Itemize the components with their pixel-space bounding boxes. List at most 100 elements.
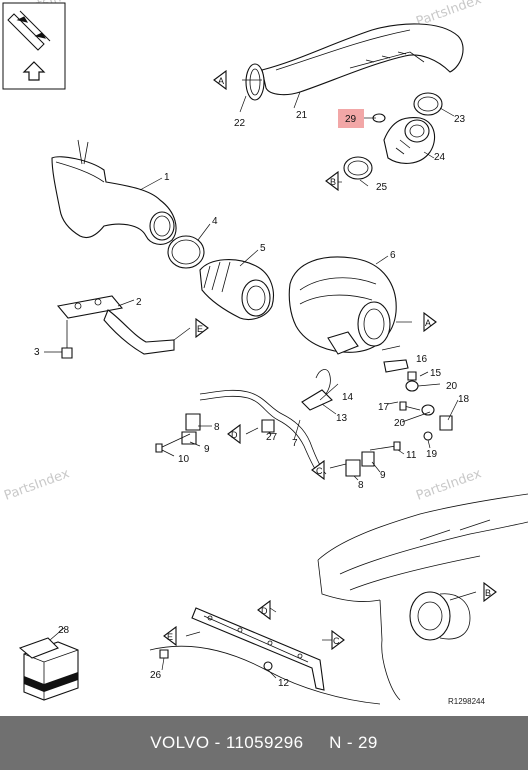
callout-6: 6 bbox=[390, 250, 396, 261]
marker-e-frame: E bbox=[163, 625, 177, 647]
callout-14: 14 bbox=[342, 392, 354, 403]
brand: VOLVO bbox=[150, 733, 210, 752]
callout-labels: 1 2 3 4 5 6 7 8 8 9 9 10 11 12 13 14 15 … bbox=[34, 109, 470, 689]
callout-20a: 20 bbox=[446, 381, 458, 392]
callout-8b: 8 bbox=[358, 480, 364, 491]
marker-d-frame: D bbox=[257, 599, 271, 621]
callout-20b: 20 bbox=[394, 418, 406, 429]
callout-1: 1 bbox=[164, 172, 170, 183]
part-23-clamp-ring bbox=[413, 92, 443, 116]
part-15-bolt bbox=[407, 371, 417, 381]
part-7-breather-pipe bbox=[199, 389, 327, 477]
callout-22: 22 bbox=[234, 118, 246, 129]
part-25-seal-ring bbox=[343, 156, 373, 180]
callout-19: 19 bbox=[426, 449, 438, 460]
spacer bbox=[303, 733, 329, 752]
callout-10: 10 bbox=[178, 454, 190, 465]
callout-2: 2 bbox=[136, 297, 142, 308]
marker-d-pipe: D bbox=[227, 423, 241, 445]
leader-lines bbox=[44, 79, 477, 679]
part-21-intake-pipe bbox=[261, 23, 464, 96]
separator: - bbox=[209, 733, 226, 752]
callout-26: 26 bbox=[150, 670, 162, 681]
callout-12: 12 bbox=[278, 678, 290, 689]
part-10-bolt bbox=[155, 433, 191, 453]
part-27-clip bbox=[261, 419, 275, 433]
part-18-clip bbox=[439, 415, 453, 431]
svg-text:D: D bbox=[231, 430, 238, 440]
part-11-bolt bbox=[369, 441, 401, 451]
part-26-bolt bbox=[159, 649, 169, 659]
part-12-nut bbox=[263, 661, 273, 671]
callout-29: 29 bbox=[345, 114, 357, 125]
callout-18: 18 bbox=[458, 394, 470, 405]
part-16-bracket bbox=[383, 359, 409, 373]
callout-23: 23 bbox=[454, 114, 466, 125]
marker-c-frame: C bbox=[331, 629, 345, 651]
svg-text:C: C bbox=[333, 636, 340, 646]
part-number: 11059296 bbox=[225, 733, 304, 752]
part-9-bushing bbox=[181, 431, 197, 445]
footer-text: VOLVO - 11059296 N - 29 bbox=[150, 733, 378, 753]
svg-text:E: E bbox=[167, 632, 173, 642]
part-19-nut bbox=[423, 431, 433, 441]
svg-text:A: A bbox=[425, 318, 431, 328]
callout-21: 21 bbox=[296, 110, 308, 121]
marker-a-top: A bbox=[213, 69, 227, 91]
part-22-seal-ring bbox=[245, 63, 265, 101]
part-20-bushing bbox=[405, 380, 435, 416]
part-6-air-filter-housing bbox=[288, 256, 397, 355]
marker-b-engine: B bbox=[483, 581, 497, 603]
highlighted-part-box bbox=[338, 109, 364, 128]
callout-8a: 8 bbox=[214, 422, 220, 433]
orientation-hint-box bbox=[2, 2, 66, 90]
watermark: PartsIndex bbox=[414, 466, 484, 504]
footer-bar: VOLVO - 11059296 N - 29 bbox=[0, 716, 528, 770]
marker-a-filter: A bbox=[423, 311, 437, 333]
marker-c-pipe: C bbox=[311, 459, 325, 481]
diagram-position: N - 29 bbox=[329, 733, 378, 752]
part-8-clamp bbox=[345, 459, 361, 477]
part-24-sensor-housing bbox=[383, 117, 436, 164]
callout-25: 25 bbox=[376, 182, 388, 193]
exploded-parts-diagram: PartsIndex PartsIndex PartsIndex PartsIn… bbox=[2, 0, 528, 706]
part-3-bolt bbox=[61, 320, 73, 359]
engine-block bbox=[317, 493, 528, 701]
part-5-bellows bbox=[199, 259, 274, 321]
part-2-bracket bbox=[56, 295, 175, 355]
up-arrow-icon bbox=[22, 61, 46, 81]
marker-b-top: B bbox=[325, 170, 339, 192]
part-13-strap bbox=[301, 389, 333, 411]
callout-24: 24 bbox=[434, 152, 446, 163]
callout-15: 15 bbox=[430, 368, 442, 379]
drawing-reference: R1298244 bbox=[448, 697, 485, 706]
frame-bracket bbox=[149, 607, 381, 705]
callout-28: 28 bbox=[58, 625, 70, 636]
callout-16: 16 bbox=[416, 354, 428, 365]
callout-4: 4 bbox=[212, 216, 218, 227]
part-17-bolt bbox=[399, 401, 421, 411]
callout-27: 27 bbox=[266, 432, 278, 443]
part-9-bushing bbox=[361, 451, 375, 467]
part-4-seal-ring bbox=[167, 235, 205, 269]
callout-9a: 9 bbox=[204, 444, 210, 455]
part-8-clamp bbox=[185, 413, 201, 431]
svg-text:B: B bbox=[330, 177, 336, 187]
reference-markers: A A B B C C D D bbox=[163, 69, 497, 651]
svg-text:E: E bbox=[197, 324, 203, 334]
svg-text:A: A bbox=[218, 76, 224, 86]
watermark: PartsIndex bbox=[2, 466, 72, 504]
callout-9b: 9 bbox=[380, 470, 386, 481]
callout-13: 13 bbox=[336, 413, 348, 424]
callout-17: 17 bbox=[378, 402, 390, 413]
turbo-inlet bbox=[409, 591, 471, 641]
callout-3: 3 bbox=[34, 347, 40, 358]
part-28-kit-box bbox=[18, 637, 79, 701]
callout-7: 7 bbox=[292, 438, 298, 449]
part-1-air-duct bbox=[51, 139, 177, 245]
callout-11: 11 bbox=[406, 450, 417, 461]
callout-5: 5 bbox=[260, 243, 266, 254]
marker-e-bracket: E bbox=[195, 317, 209, 339]
svg-text:D: D bbox=[261, 606, 268, 616]
svg-text:C: C bbox=[316, 466, 323, 476]
